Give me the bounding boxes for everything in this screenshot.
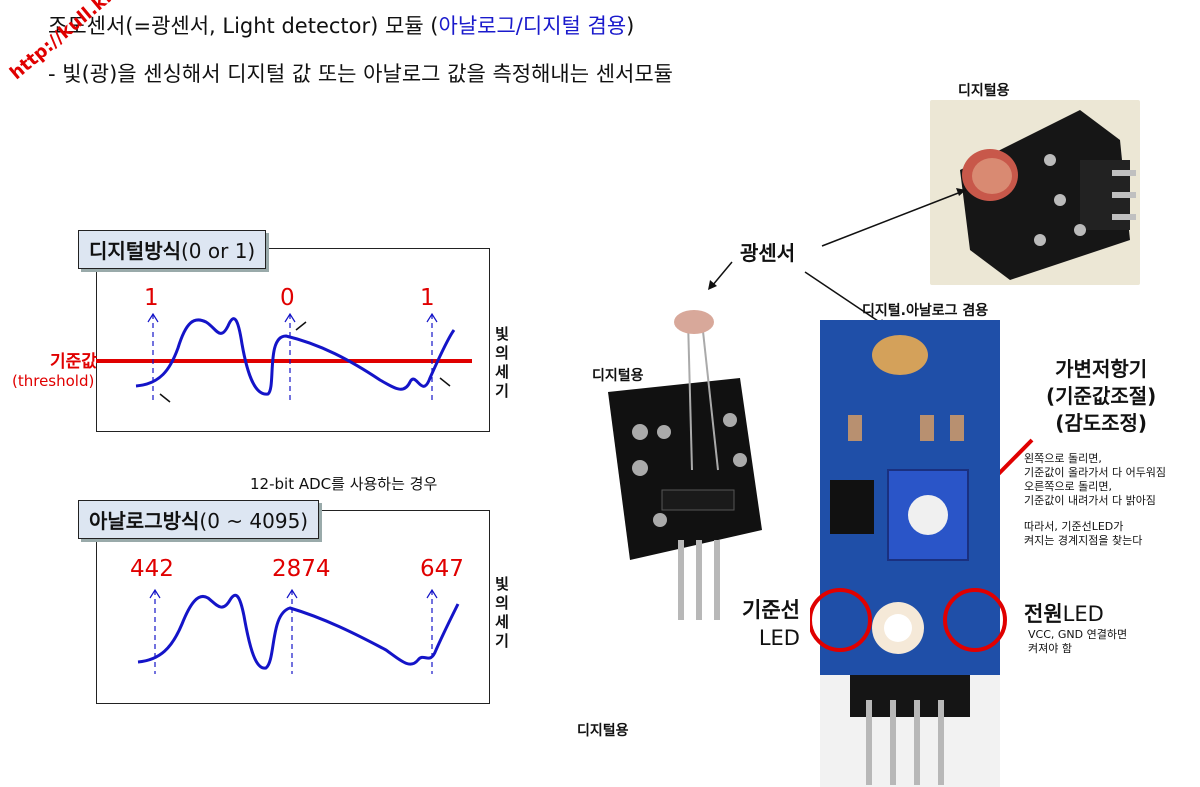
analog-label-rest: (0 ~ 4095) (199, 509, 309, 533)
threshold-sub: (threshold) (12, 372, 95, 390)
pointer-2 (295, 321, 307, 331)
digital-label-bold: 디지털방식 (89, 239, 181, 263)
subtitle: - 빛(광)을 센싱해서 디지털 값 또는 아날로그 값을 측정해내는 센서모듈 (48, 62, 673, 86)
digital-graph-panel (96, 248, 490, 432)
analog-value-1: 442 (130, 556, 174, 582)
pointer-3 (439, 377, 451, 387)
arrow-to-combo (804, 271, 885, 326)
pointer-1 (159, 393, 171, 403)
page-title: 조도센서(=광센서, Light detector) 모듈 (아날로그/디지털 … (48, 10, 634, 40)
digital-value-3: 1 (420, 285, 435, 311)
threshold-label: 기준값 (50, 352, 97, 372)
digital-label: 디지털방식(0 or 1) (78, 230, 267, 269)
light-sensor-label: 광센서 (740, 241, 796, 265)
analog-label: 아날로그방식(0 ~ 4095) (78, 500, 320, 539)
analog-graph (137, 588, 460, 674)
analog-value-3: 647 (420, 556, 464, 582)
arrow-1 (147, 312, 159, 323)
power-led-desc: VCC, GND 연결하면 켜져야 함 (1028, 628, 1128, 655)
left-module-label: 디지털용 (592, 368, 644, 384)
arrow-3 (426, 312, 438, 323)
analog-label-bold: 아날로그방식 (89, 509, 200, 533)
digital-side-label: 빛 의 세 기 (495, 325, 509, 400)
digital-value-2: 0 (280, 285, 295, 311)
arrowhead-left (708, 280, 717, 290)
pot-title: 가변저항기 (기준값조절) (감도조정) (1046, 357, 1157, 435)
top-right-label: 디지털용 (958, 83, 1010, 99)
power-led-label: 전원LED (1024, 602, 1104, 626)
title-highlight: 아날로그/디지털 겸용 (438, 14, 627, 38)
bottom-label: 디지털용 (577, 723, 629, 739)
left-module-photo (608, 310, 762, 620)
analog-arrow-1 (149, 588, 161, 599)
analog-arrow-3 (426, 588, 438, 599)
digital-light-curve (135, 317, 456, 396)
arrow-to-top-module (821, 189, 967, 247)
analog-arrow-2 (286, 588, 298, 599)
adc-note: 12-bit ADC를 사용하는 경우 (250, 475, 438, 493)
ref-led-label: 기준선 LED (742, 598, 800, 650)
top-right-module-photo (930, 100, 1140, 285)
combo-module-photo (810, 320, 1007, 787)
title-main: 조도센서(=광센서, Light detector) 모듈 ( (48, 14, 439, 38)
arrowhead-top (956, 188, 966, 196)
arrow-to-left-module (711, 261, 733, 287)
digital-value-1: 1 (144, 285, 159, 311)
arrow-2 (284, 312, 296, 323)
analog-value-2: 2874 (272, 556, 331, 582)
digital-label-rest: (0 or 1) (181, 239, 256, 263)
pot-description: 왼쪽으로 돌리면, 기준값이 올라가서 다 어두워짐 오른쪽으로 돌리면, 기준… (1024, 452, 1167, 547)
analog-light-curve (137, 593, 460, 670)
digital-graph (96, 312, 472, 403)
title-end: ) (626, 14, 635, 38)
analog-graph-panel (96, 510, 490, 704)
combo-label: 디지털.아날로그 겸용 (862, 303, 989, 319)
analog-side-label: 빛 의 세 기 (495, 575, 509, 650)
